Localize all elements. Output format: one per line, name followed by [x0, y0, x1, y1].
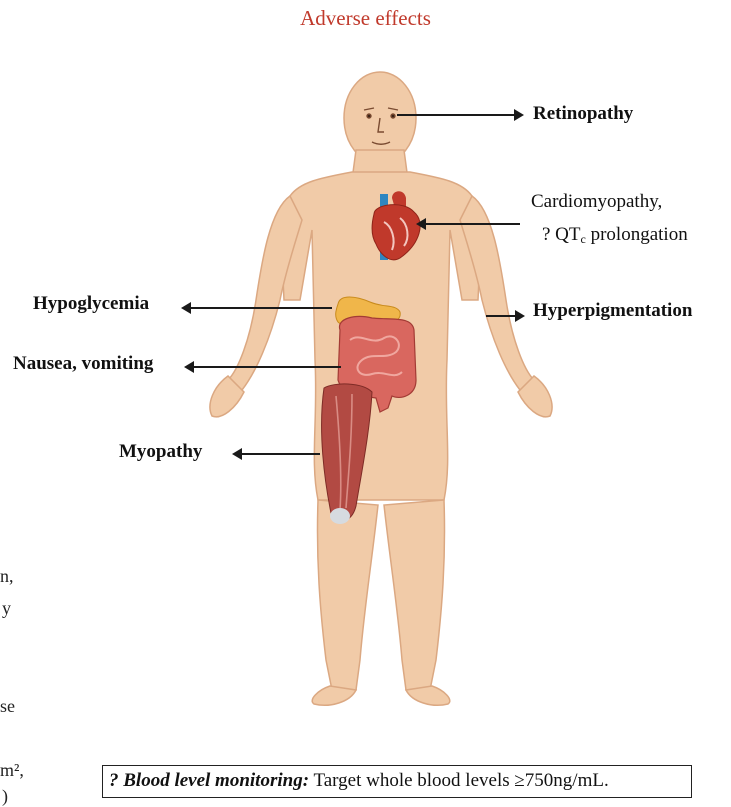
note-text: Target whole blood levels ≥750ng/mL. [309, 770, 609, 791]
arrow-hypoglycemia [190, 307, 332, 309]
arrow-nausea [193, 366, 341, 368]
label-cardiomyopathy-line2: ? QTc prolongation [542, 224, 688, 247]
qt-suffix: prolongation [586, 224, 688, 245]
label-hypoglycemia: Hypoglycemia [33, 293, 149, 315]
margin-fragment-2: y [2, 598, 11, 619]
arrow-retinopathy [397, 114, 515, 116]
note-emphasis: ? Blood level monitoring: [109, 770, 309, 791]
margin-fragment-1: n, [0, 566, 14, 587]
thigh-muscle [322, 384, 372, 524]
arrow-myopathy [241, 453, 320, 455]
label-retinopathy: Retinopathy [533, 103, 633, 125]
margin-fragment-4: m², [0, 760, 24, 781]
label-hyperpigmentation: Hyperpigmentation [533, 300, 692, 322]
label-cardiomyopathy-line1: Cardiomyopathy, [531, 191, 662, 213]
blood-level-note: ? Blood level monitoring: Target whole b… [102, 765, 692, 798]
figure-title: Adverse effects [0, 6, 731, 31]
label-nausea-vomiting: Nausea, vomiting [13, 353, 153, 375]
qt-prefix: ? QT [542, 224, 581, 245]
label-myopathy: Myopathy [119, 441, 202, 463]
arrow-hyperpigmentation [486, 315, 516, 317]
margin-fragment-3: se [0, 696, 15, 717]
arrow-cardiomyopathy [425, 223, 520, 225]
